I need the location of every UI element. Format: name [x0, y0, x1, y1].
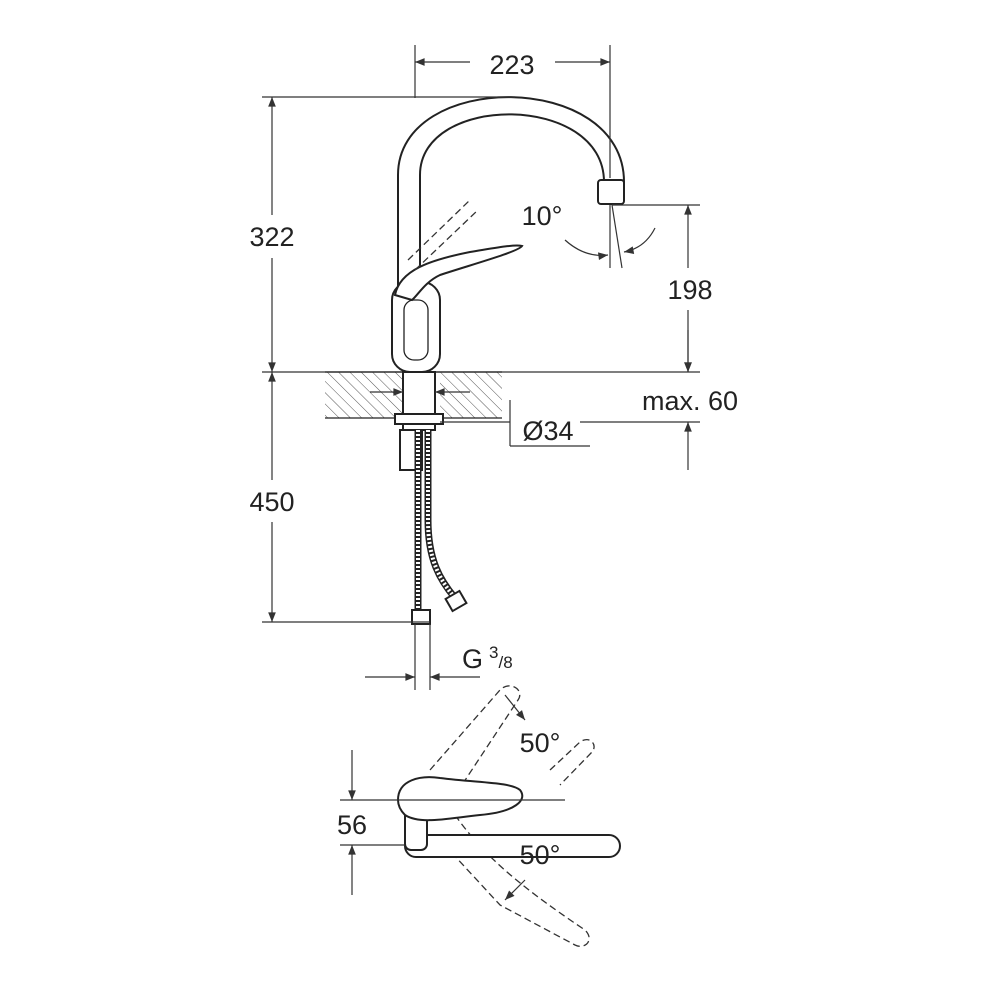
- faucet-lever: [393, 244, 524, 302]
- label-50-degree-front: 50°: [520, 840, 561, 870]
- label-max-60: max. 60: [642, 386, 738, 416]
- dimension-198: 198: [612, 204, 713, 372]
- dimension-56: 56: [337, 750, 565, 895]
- dimension-223: 223: [414, 45, 611, 178]
- dimension-max-60: max. 60: [580, 330, 738, 470]
- body-detail: [403, 299, 429, 361]
- countertop-section: [325, 371, 502, 471]
- faucet-spout: [397, 96, 626, 291]
- dimension-diameter-34: Ø34: [440, 400, 590, 447]
- supply-hoses: [411, 430, 468, 625]
- label-10-degree: 10°: [522, 201, 563, 231]
- label-322: 322: [249, 222, 294, 252]
- label-diameter-34: Ø34: [522, 416, 573, 446]
- label-56: 56: [337, 810, 367, 840]
- dimension-450: 450: [249, 372, 430, 623]
- dimension-322: 322: [249, 96, 700, 373]
- dimension-10-degree: 10°: [522, 201, 656, 269]
- label-50-degree-back: 50°: [520, 728, 561, 758]
- label-223: 223: [489, 50, 534, 80]
- label-450: 450: [249, 487, 294, 517]
- label-198: 198: [667, 275, 712, 305]
- lever-top-view: 50° 50°: [396, 685, 621, 947]
- lever-raised-outline: [407, 199, 479, 271]
